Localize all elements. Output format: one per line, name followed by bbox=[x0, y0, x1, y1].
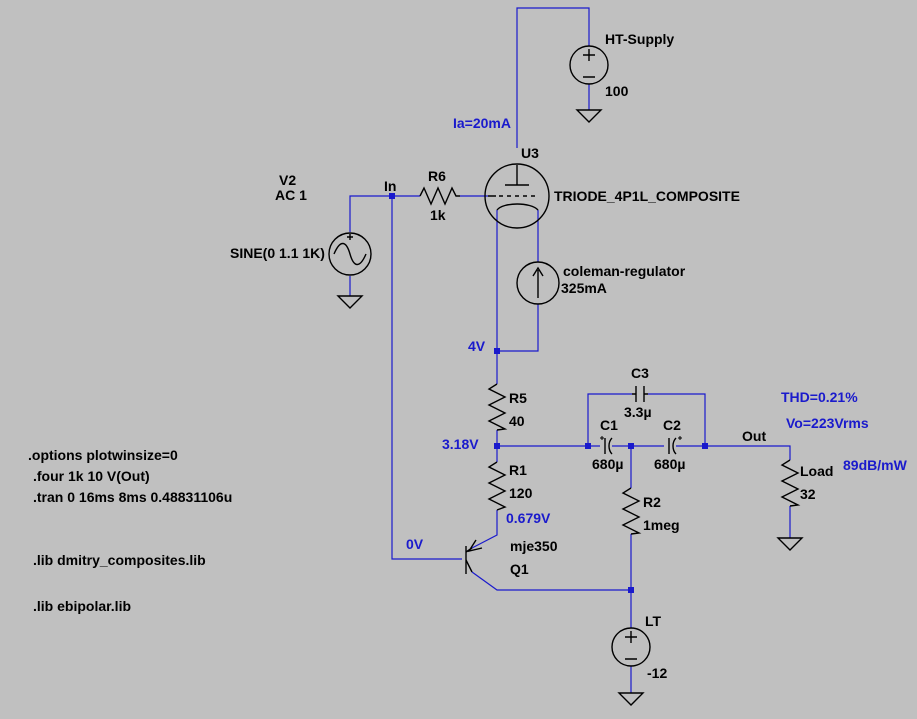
resistor-r6-icon bbox=[419, 186, 460, 206]
labels: HT-Supply 100 Ia=20mA U3 TRIODE_4P1L_COM… bbox=[230, 31, 908, 681]
wire-to-load bbox=[676, 445, 791, 460]
plus-icon bbox=[600, 436, 604, 440]
net-out-label: Out bbox=[742, 428, 766, 444]
c2-value: 680µ bbox=[654, 456, 685, 472]
node-r5-r1 bbox=[494, 443, 500, 449]
resistor-r1-icon bbox=[487, 461, 507, 511]
junctions bbox=[389, 193, 708, 593]
q1-model: mje350 bbox=[510, 538, 558, 554]
anode-current-annotation: Ia=20mA bbox=[453, 115, 511, 131]
sensitivity-annotation: 89dB/mW bbox=[843, 457, 908, 473]
cathode-voltage-annotation: 4V bbox=[468, 338, 486, 354]
c1-ref: C1 bbox=[600, 417, 618, 433]
net-in-label: In bbox=[384, 178, 396, 194]
ht-supply-source bbox=[569, 45, 609, 85]
ground-icon bbox=[617, 692, 645, 706]
c3-ref: C3 bbox=[631, 365, 649, 381]
sine-source bbox=[328, 232, 372, 276]
ground-symbols bbox=[336, 109, 804, 706]
lt-supply-source bbox=[611, 627, 651, 667]
wire-c3-right bbox=[648, 393, 706, 446]
ground-icon bbox=[575, 109, 603, 123]
triode-ref: U3 bbox=[521, 145, 539, 161]
lt-name: LT bbox=[645, 613, 662, 629]
directive-lib-ebipolar[interactable]: .lib ebipolar.lib bbox=[33, 598, 131, 614]
resistors bbox=[419, 186, 801, 535]
lt-value: -12 bbox=[647, 665, 667, 681]
capacitors bbox=[600, 386, 682, 455]
wire-in-top bbox=[349, 195, 420, 232]
ground-icon bbox=[336, 295, 364, 309]
r6-ref: R6 bbox=[428, 168, 446, 184]
capacitor-c1-icon bbox=[604, 437, 613, 455]
node-c1-left bbox=[585, 443, 591, 449]
node-cathode bbox=[494, 348, 500, 354]
directive-lib-composites[interactable]: .lib dmitry_composites.lib bbox=[33, 552, 206, 568]
capacitor-c3-icon bbox=[632, 386, 648, 402]
vo-annotation: Vo=223Vrms bbox=[786, 415, 869, 431]
v2-ac: AC 1 bbox=[275, 187, 307, 203]
directive-options[interactable]: .options plotwinsize=0 bbox=[28, 447, 178, 463]
spice-directives: .options plotwinsize=0 .four 1k 10 V(Out… bbox=[28, 447, 232, 614]
wires bbox=[349, 7, 791, 693]
r6-value: 1k bbox=[430, 207, 446, 223]
node-out bbox=[702, 443, 708, 449]
r1-ref: R1 bbox=[509, 462, 527, 478]
directive-four[interactable]: .four 1k 10 V(Out) bbox=[33, 468, 150, 484]
v2-ref: V2 bbox=[279, 172, 296, 188]
regulator-value: 325mA bbox=[561, 280, 607, 296]
q1-ref: Q1 bbox=[510, 561, 529, 577]
node-collector bbox=[628, 587, 634, 593]
ht-supply-value: 100 bbox=[605, 83, 629, 99]
v2-source: SINE(0 1.1 1K) bbox=[230, 245, 325, 261]
load-ref: Load bbox=[800, 463, 833, 479]
r2-value: 1meg bbox=[643, 517, 680, 533]
ground-icon bbox=[776, 537, 804, 551]
wire-collector bbox=[471, 571, 631, 591]
r5-ref: R5 bbox=[509, 390, 527, 406]
resistor-load-icon bbox=[780, 459, 801, 507]
resistor-r2-icon bbox=[621, 487, 642, 535]
base-voltage-annotation: 0V bbox=[406, 536, 424, 552]
r5-value: 40 bbox=[509, 413, 525, 429]
node-c1-c2 bbox=[628, 443, 634, 449]
plus-icon bbox=[678, 436, 682, 440]
emitter-voltage-annotation: 0.679V bbox=[506, 510, 551, 526]
node-in bbox=[389, 193, 395, 199]
resistor-r5-icon bbox=[487, 383, 508, 431]
thd-annotation: THD=0.21% bbox=[781, 389, 858, 405]
c1-value: 680µ bbox=[592, 456, 623, 472]
regulator-name: coleman-regulator bbox=[563, 263, 686, 279]
wire-r1-emitter bbox=[471, 510, 498, 549]
wire-in-base bbox=[391, 196, 462, 560]
triode-tube-icon bbox=[484, 163, 550, 229]
capacitor-c2-icon bbox=[668, 437, 677, 455]
triode-model: TRIODE_4P1L_COMPOSITE bbox=[554, 188, 740, 204]
current-source-icon bbox=[516, 261, 560, 305]
c3-value: 3.3µ bbox=[624, 404, 652, 420]
r1-value: 120 bbox=[509, 485, 533, 501]
r2-ref: R2 bbox=[643, 494, 661, 510]
directive-tran[interactable]: .tran 0 16ms 8ms 0.48831106u bbox=[33, 489, 232, 505]
wire-ht-top bbox=[516, 7, 590, 148]
wire-reg-bottom bbox=[497, 304, 539, 352]
pnp-transistor-icon bbox=[465, 539, 483, 574]
load-value: 32 bbox=[800, 486, 816, 502]
c2-ref: C2 bbox=[663, 417, 681, 433]
wire-c3-left bbox=[587, 393, 632, 446]
r1-node-voltage-annotation: 3.18V bbox=[442, 436, 479, 452]
ht-supply-name: HT-Supply bbox=[605, 31, 674, 47]
